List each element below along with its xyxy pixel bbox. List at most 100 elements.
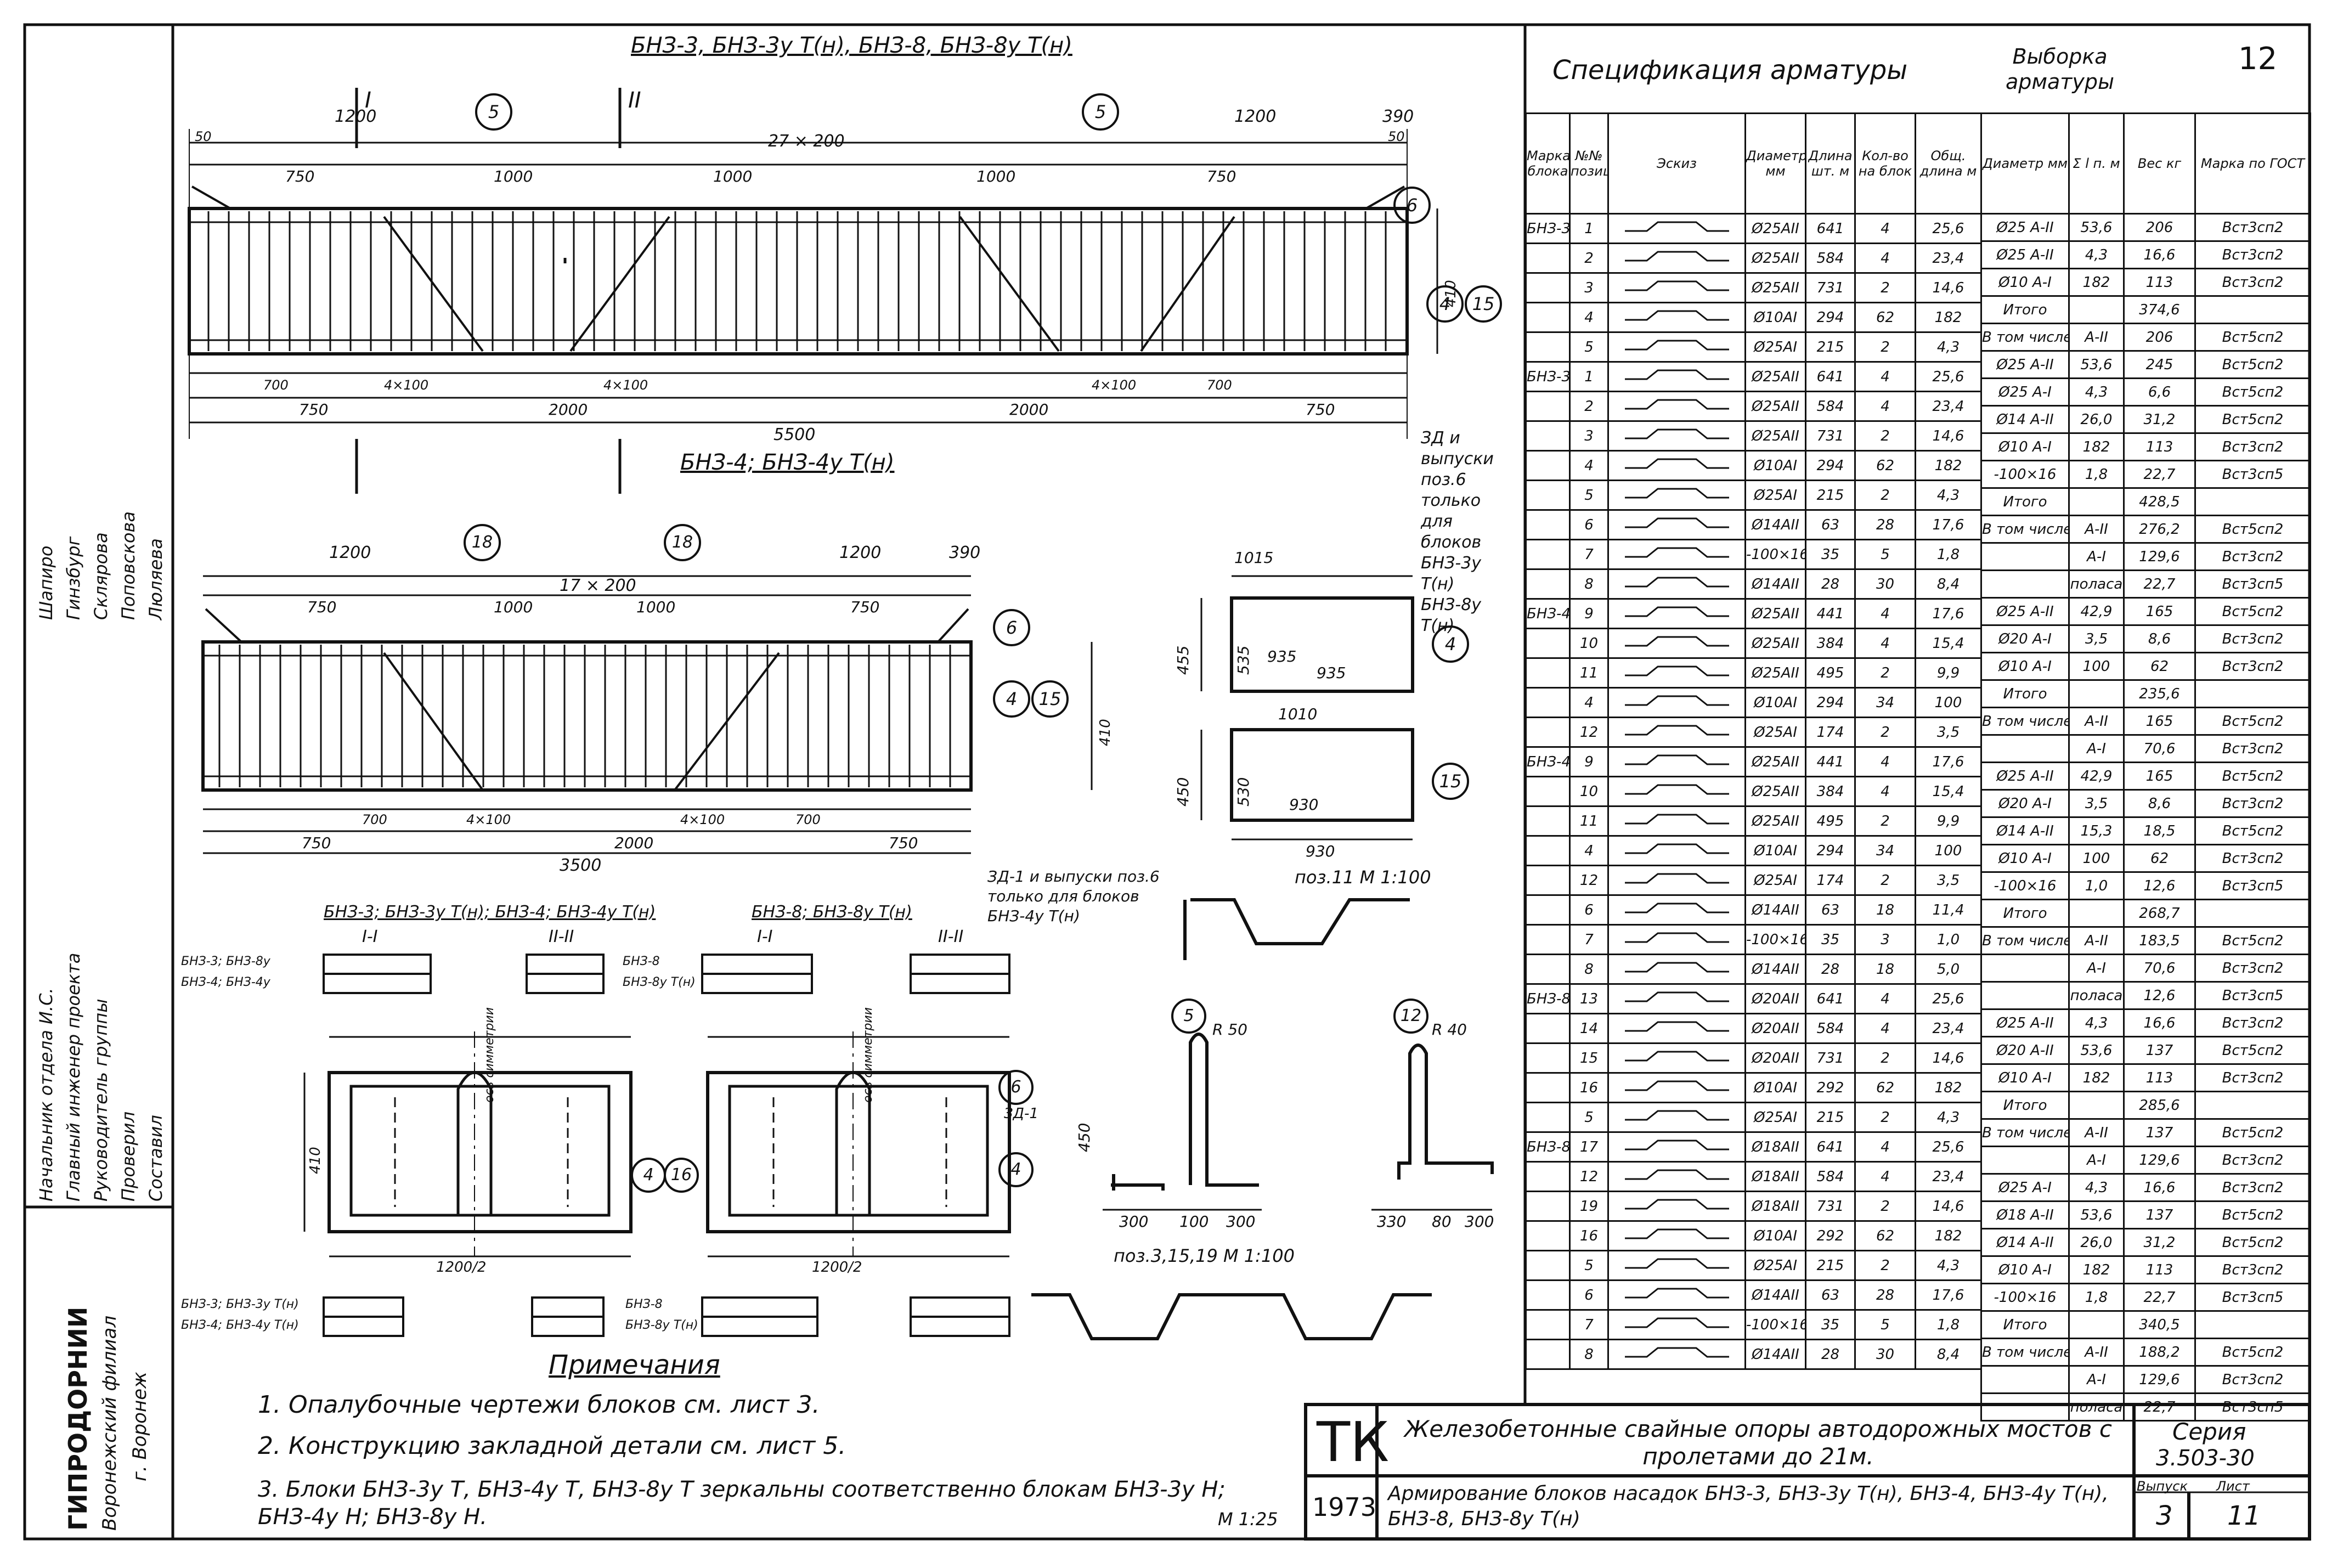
sel-cell-w: 22,7 (2123, 1283, 2196, 1312)
spec-cell-t: 23,4 (1915, 1161, 1982, 1192)
spec-cell-sketch (1607, 391, 1746, 422)
bar-sketch-icon (1624, 1021, 1729, 1032)
sel-cell-l: 53,6 (2068, 1036, 2125, 1065)
spec-cell-l: 292 (1805, 1220, 1856, 1251)
sel-cell-w: 165 (2123, 707, 2196, 736)
sel-cell-l: 42,9 (2068, 597, 2125, 626)
sel-cell-l: 100 (2068, 652, 2125, 681)
hoop1-h-in: 535 (1234, 645, 1252, 675)
hoop2-h-out: 450 (1174, 777, 1192, 806)
spec-cell-d: -100×16 (1744, 1309, 1806, 1340)
spec-cell-l: 35 (1805, 1309, 1856, 1340)
bar-sketch-icon (1624, 636, 1729, 647)
spec-cell-n: 2 (1854, 272, 1916, 303)
sig-role-5: Составил (145, 1115, 166, 1202)
spec-cell-pos: 5 (1569, 1250, 1609, 1281)
sel-cell-d: Ø18 А-II (1980, 1200, 2070, 1229)
spec-cell-pos: 3 (1569, 272, 1609, 303)
e1-pos-5-a: 5 (475, 93, 512, 131)
sel-cell-d: Итого (1980, 487, 2070, 516)
e2-dim-1200-left: 1200 (329, 543, 371, 562)
sel-cell-l: А-II (2068, 323, 2125, 352)
spec-cell-d: Ø25АII (1744, 805, 1806, 837)
sel-cell-d: Ø14 А-II (1980, 1228, 2070, 1257)
spec-cell-sketch (1607, 865, 1746, 896)
pos5-w2: 100 (1179, 1212, 1209, 1231)
sel-cell-d: Итого (1980, 679, 2070, 708)
sel-cell-w: 22,7 (2123, 460, 2196, 489)
sel-cell-g: Вст5сп2 (2194, 926, 2311, 955)
spec-cell-sketch (1607, 509, 1746, 540)
spec-cell-n: 34 (1854, 687, 1916, 718)
section-marks (355, 88, 622, 494)
bar-details (1031, 898, 1494, 1340)
spec-cell-sketch (1607, 1220, 1746, 1251)
spec-cell-block (1525, 776, 1571, 807)
sel-cell-w: 18,5 (2123, 816, 2196, 845)
sel-cell-g (2194, 1310, 2311, 1339)
spec-cell-l: 641 (1805, 213, 1856, 244)
sel-cell-w: 31,2 (2123, 1228, 2196, 1257)
spec-cell-l: 294 (1805, 835, 1856, 866)
sel-cell-l: 4,3 (2068, 377, 2125, 407)
sel-cell-d: В том числе (1980, 323, 2070, 352)
spec-cell-sketch (1607, 717, 1746, 748)
spec-cell-t: 4,3 (1915, 1102, 1982, 1133)
spec-cell-sketch (1607, 361, 1746, 392)
spec-cell-n: 4 (1854, 213, 1916, 244)
spec-cell-sketch (1607, 746, 1746, 777)
sel-cell-d: Ø10 А-I (1980, 432, 2070, 461)
spec-cell-sketch (1607, 1279, 1746, 1311)
sel-cell-d: Итого (1980, 1091, 2070, 1120)
spec-cell-pos: 7 (1569, 1309, 1609, 1340)
spec-cell-pos: 5 (1569, 331, 1609, 363)
spec-cell-d: Ø25АII (1744, 628, 1806, 659)
spec-cell-t: 17,6 (1915, 746, 1982, 777)
sel-cell-g: Вст3сп2 (2194, 1255, 2311, 1284)
spec-cell-l: 584 (1805, 391, 1856, 422)
spec-cell-d: Ø25АII (1744, 213, 1806, 244)
spec-cell-d: Ø14АII (1744, 509, 1806, 540)
e2-dim-1000-b: 1000 (636, 598, 676, 616)
bar-sketch-icon (1624, 1169, 1729, 1180)
spec-cell-n: 62 (1854, 450, 1916, 481)
spec-cell-pos: 4 (1569, 687, 1609, 718)
spec-cell-pos: 7 (1569, 924, 1609, 955)
sel-cell-g: Вст3сп2 (2194, 624, 2311, 653)
sig-role-2: Главный инженер проекта (63, 952, 84, 1202)
sel-cell-g: Вст5сп2 (2194, 323, 2311, 352)
sel-cell-g: Вст3сп2 (2194, 1063, 2311, 1092)
e1-pos-6: 6 (1393, 187, 1431, 224)
bar-sketch-icon (1624, 280, 1729, 291)
spec-cell-block: БНЗ-8 (1525, 983, 1571, 1014)
spec-cell-sketch (1607, 568, 1746, 600)
spec-cell-d: Ø18АII (1744, 1161, 1806, 1192)
pos12-callout: 12 (1393, 999, 1428, 1034)
spec-cell-block (1525, 1279, 1571, 1311)
spec-cell-t: 14,6 (1915, 420, 1982, 452)
sel-cell-g: Вст3сп2 (2194, 844, 2311, 873)
spec-cell-d: Ø14АII (1744, 894, 1806, 926)
spec-cell-sketch (1607, 894, 1746, 926)
spec-cell-pos: 17 (1569, 1131, 1609, 1163)
sel-cell-w: 276,2 (2123, 515, 2196, 544)
spec-cell-l: 731 (1805, 1042, 1856, 1074)
spec-cell-l: 584 (1805, 242, 1856, 274)
e2-pos-18-b: 18 (664, 524, 701, 561)
spec-cell-d: Ø10АI (1744, 835, 1806, 866)
sel-cell-d: Ø20 А-I (1980, 789, 2070, 818)
e2-dim-700-a: 700 (362, 812, 387, 827)
sig-role-1: Начальник отдела И.С. (36, 988, 57, 1202)
section-right-pos-6: 6 (998, 1070, 1034, 1105)
